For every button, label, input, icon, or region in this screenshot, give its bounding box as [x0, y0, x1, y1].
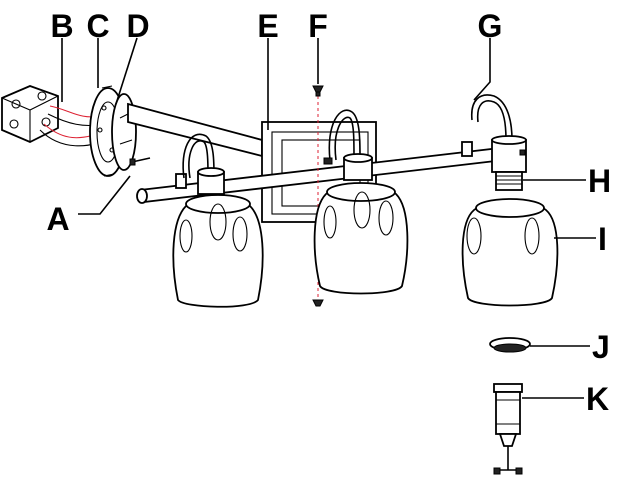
- label-d: D: [126, 8, 149, 44]
- shade-ring: [489, 337, 531, 353]
- label-j: J: [592, 329, 610, 365]
- label-k: K: [586, 381, 609, 417]
- right-arm: [470, 94, 527, 173]
- label-g: G: [478, 8, 503, 44]
- left-glass-shade: [172, 194, 264, 308]
- label-e: E: [257, 8, 278, 44]
- label-h: H: [588, 163, 611, 199]
- label-a: A: [46, 201, 69, 237]
- right-glass-shade: [461, 198, 559, 307]
- left-arm: [182, 133, 225, 195]
- light-bulb: [493, 383, 523, 475]
- middle-arm: [323, 109, 373, 181]
- label-c: C: [86, 8, 109, 44]
- junction-box: [1, 85, 59, 143]
- label-i: I: [598, 221, 607, 257]
- middle-glass-shade: [313, 182, 409, 295]
- threaded-socket: [495, 171, 523, 191]
- label-b: B: [50, 8, 73, 44]
- leader-lines: [61, 37, 596, 399]
- back-arm: [127, 102, 263, 158]
- label-f: F: [308, 8, 328, 44]
